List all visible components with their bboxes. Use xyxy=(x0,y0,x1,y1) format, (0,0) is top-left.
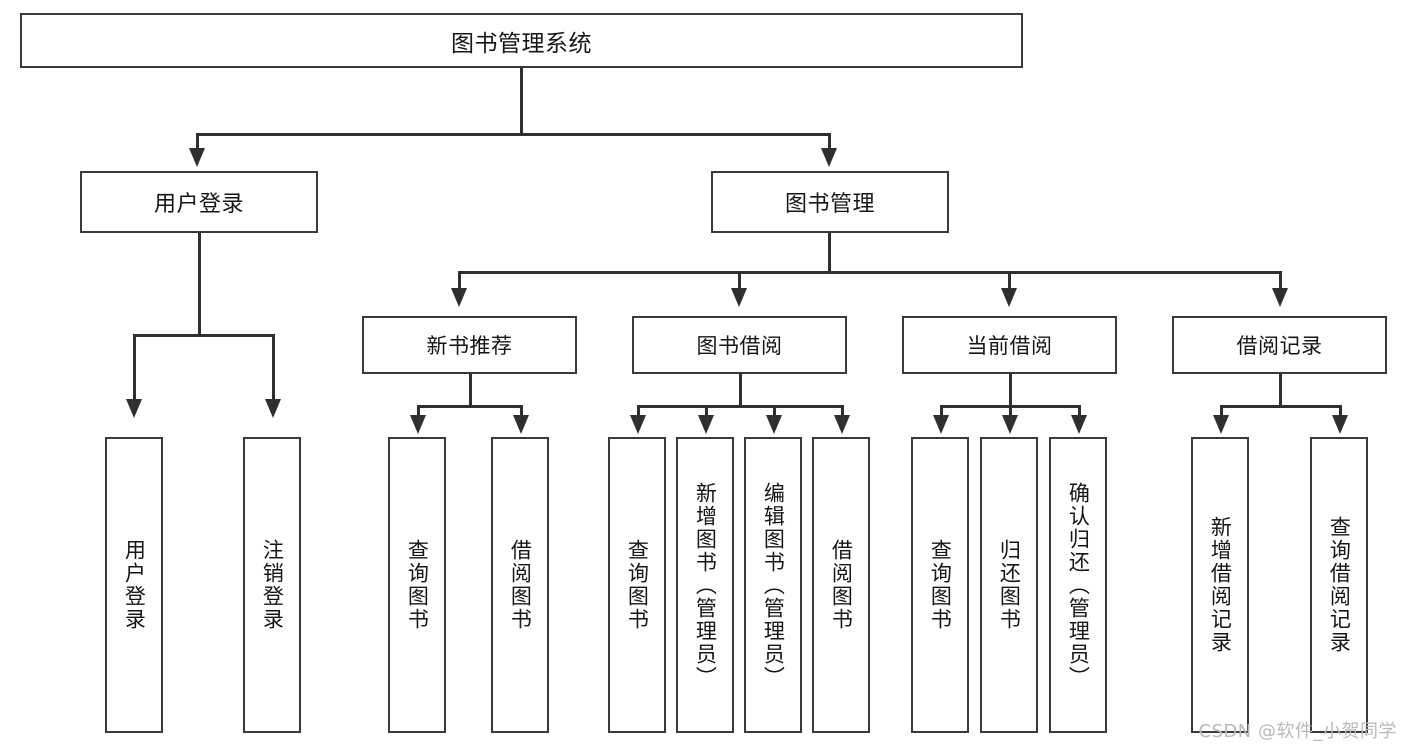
arrow-br-to-leaf-1 xyxy=(1213,415,1229,434)
leaf-label: 编辑图书（管理员） xyxy=(761,481,786,689)
edge-bm-to-book-borrow xyxy=(738,271,741,291)
arrow-root-to-user-login xyxy=(189,148,205,167)
leaf-label: 新增图书（管理员） xyxy=(693,481,718,689)
arrow-bb-to-leaf-4 xyxy=(834,415,850,434)
node-label: 图书管理 xyxy=(784,192,875,217)
edge-bm-to-borrow-record xyxy=(1279,271,1282,291)
leaf-label: 归还图书 xyxy=(997,539,1022,631)
node-borrow-record[interactable]: 借阅记录 xyxy=(1172,316,1387,374)
leaf-borrow-record-query-record[interactable]: 查询借阅记录 xyxy=(1310,437,1368,733)
leaf-book-borrow-borrow-book[interactable]: 借阅图书 xyxy=(812,437,870,733)
edge-cb-to-leaf-3 xyxy=(1078,405,1081,417)
edge-book-borrow-bar xyxy=(637,405,844,408)
watermark: CSDN @软件_小贺同学 xyxy=(1198,721,1397,742)
leaf-book-borrow-query-book[interactable]: 查询图书 xyxy=(608,437,666,733)
leaf-user-login-signout[interactable]: 注销登录 xyxy=(243,437,301,733)
arrow-bb-to-leaf-2 xyxy=(698,415,714,434)
edge-bb-to-leaf-3 xyxy=(773,405,776,417)
arrow-bb-to-leaf-3 xyxy=(766,415,782,434)
leaf-new-book-borrow-book[interactable]: 借阅图书 xyxy=(491,437,549,733)
arrow-user-login-to-leaf-1 xyxy=(126,399,142,418)
node-user-login[interactable]: 用户登录 xyxy=(80,171,318,233)
edge-bb-to-leaf-1 xyxy=(637,405,640,417)
leaf-new-book-query-book[interactable]: 查询图书 xyxy=(388,437,446,733)
leaf-current-borrow-return-book[interactable]: 归还图书 xyxy=(980,437,1038,733)
node-root-book-management-system[interactable]: 图书管理系统 xyxy=(20,13,1023,68)
edge-root-trunk xyxy=(520,68,523,135)
edge-bb-to-leaf-2 xyxy=(705,405,708,417)
node-label: 图书借阅 xyxy=(696,334,783,358)
node-label: 借阅记录 xyxy=(1236,334,1323,358)
leaf-label: 借阅图书 xyxy=(829,539,854,631)
arrow-br-to-leaf-2 xyxy=(1332,415,1348,434)
node-label: 图书管理系统 xyxy=(451,30,592,57)
leaf-label: 查询图书 xyxy=(928,539,953,631)
edge-bm-to-new-book xyxy=(458,271,461,291)
arrow-bm-to-borrow-record xyxy=(1272,288,1288,307)
leaf-label: 注销登录 xyxy=(260,539,285,631)
leaf-label: 查询图书 xyxy=(405,539,430,631)
edge-br-to-leaf-2 xyxy=(1339,405,1342,417)
arrow-bm-to-book-borrow xyxy=(731,288,747,307)
edge-book-borrow-trunk xyxy=(739,374,742,407)
leaf-label: 查询图书 xyxy=(625,539,650,631)
edge-bm-to-current-borrow xyxy=(1008,271,1011,291)
arrow-cb-to-leaf-3 xyxy=(1071,415,1087,434)
edge-new-book-to-leaf-2 xyxy=(520,405,523,417)
edge-book-management-trunk xyxy=(828,233,831,274)
edge-new-book-trunk xyxy=(469,374,472,407)
edge-bb-to-leaf-4 xyxy=(841,405,844,417)
leaf-borrow-record-add-record[interactable]: 新增借阅记录 xyxy=(1191,437,1249,733)
arrow-new-book-to-leaf-1 xyxy=(410,415,426,434)
leaf-label: 确认归还（管理员） xyxy=(1066,481,1091,689)
leaf-label: 新增借阅记录 xyxy=(1208,516,1233,654)
leaf-label: 查询借阅记录 xyxy=(1327,516,1352,654)
edge-root-to-book-management xyxy=(828,133,831,151)
edge-br-to-leaf-1 xyxy=(1220,405,1223,417)
edge-borrow-record-trunk xyxy=(1279,374,1282,407)
leaf-label: 借阅图书 xyxy=(508,539,533,631)
edge-cb-to-leaf-2 xyxy=(1009,405,1012,417)
edge-root-to-user-login xyxy=(196,133,199,151)
edge-current-borrow-trunk xyxy=(1009,374,1012,407)
arrow-user-login-to-leaf-2 xyxy=(265,399,281,418)
arrow-bm-to-new-book xyxy=(451,288,467,307)
leaf-label: 用户登录 xyxy=(122,539,147,631)
edge-root-bar xyxy=(196,133,830,136)
leaf-current-borrow-confirm-return-admin[interactable]: 确认归还（管理员） xyxy=(1049,437,1107,733)
leaf-user-login-signin[interactable]: 用户登录 xyxy=(105,437,163,733)
node-label: 当前借阅 xyxy=(966,334,1053,358)
node-current-borrow[interactable]: 当前借阅 xyxy=(902,316,1117,374)
edge-user-login-bar xyxy=(133,334,274,337)
node-new-book-recommend[interactable]: 新书推荐 xyxy=(362,316,577,374)
leaf-book-borrow-edit-book-admin[interactable]: 编辑图书（管理员） xyxy=(744,437,802,733)
edge-user-login-to-leaf-1 xyxy=(133,334,136,402)
node-book-borrow[interactable]: 图书借阅 xyxy=(632,316,847,374)
node-book-management[interactable]: 图书管理 xyxy=(711,171,949,233)
arrow-cb-to-leaf-1 xyxy=(933,415,949,434)
leaf-book-borrow-add-book-admin[interactable]: 新增图书（管理员） xyxy=(676,437,734,733)
edge-user-login-to-leaf-2 xyxy=(272,334,275,402)
edge-new-book-bar xyxy=(417,405,522,408)
arrow-cb-to-leaf-2 xyxy=(1002,415,1018,434)
arrow-bm-to-current-borrow xyxy=(1001,288,1017,307)
node-label: 新书推荐 xyxy=(426,334,513,358)
arrow-bb-to-leaf-1 xyxy=(630,415,646,434)
edge-borrow-record-bar xyxy=(1220,405,1341,408)
arrow-root-to-book-management xyxy=(821,148,837,167)
arrow-new-book-to-leaf-2 xyxy=(513,415,529,434)
node-label: 用户登录 xyxy=(153,192,244,217)
edge-book-management-bar xyxy=(458,271,1282,274)
leaf-current-borrow-query-book[interactable]: 查询图书 xyxy=(911,437,969,733)
edge-user-login-trunk xyxy=(198,233,201,336)
edge-cb-to-leaf-1 xyxy=(940,405,943,417)
edge-new-book-to-leaf-1 xyxy=(417,405,420,417)
